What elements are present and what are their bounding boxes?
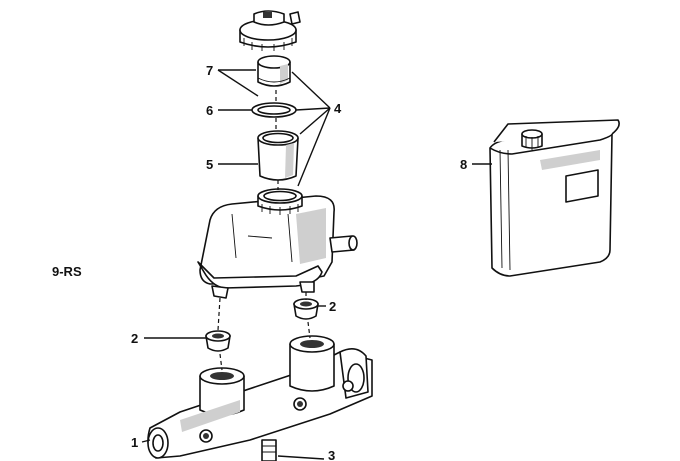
leader-lines (141, 69, 492, 460)
brake-fluid-can (489, 119, 620, 277)
grommet-right (293, 298, 319, 320)
callout-6: 6 (206, 103, 213, 118)
bleed-screw (261, 439, 277, 461)
strainer-sleeve (257, 130, 299, 181)
brake-fluid-reservoir (197, 188, 358, 299)
callout-5: 5 (206, 157, 213, 172)
filter-insert (257, 55, 291, 87)
reservoir-cap (239, 10, 301, 51)
grommet-left (205, 330, 231, 352)
callout-2-left: 2 (131, 331, 138, 346)
callout-4: 4 (334, 101, 342, 116)
assembly-axes (217, 90, 311, 371)
callout-labels: 7 6 5 4 2 2 8 1 3 9-RS (52, 63, 467, 461)
callout-3: 3 (328, 448, 335, 461)
seal-ring (251, 102, 297, 118)
group-label: 9-RS (52, 264, 82, 279)
callout-7: 7 (206, 63, 213, 78)
callout-8: 8 (460, 157, 467, 172)
callout-1: 1 (131, 435, 138, 450)
callout-2-right: 2 (329, 299, 336, 314)
master-cylinder (147, 335, 373, 459)
